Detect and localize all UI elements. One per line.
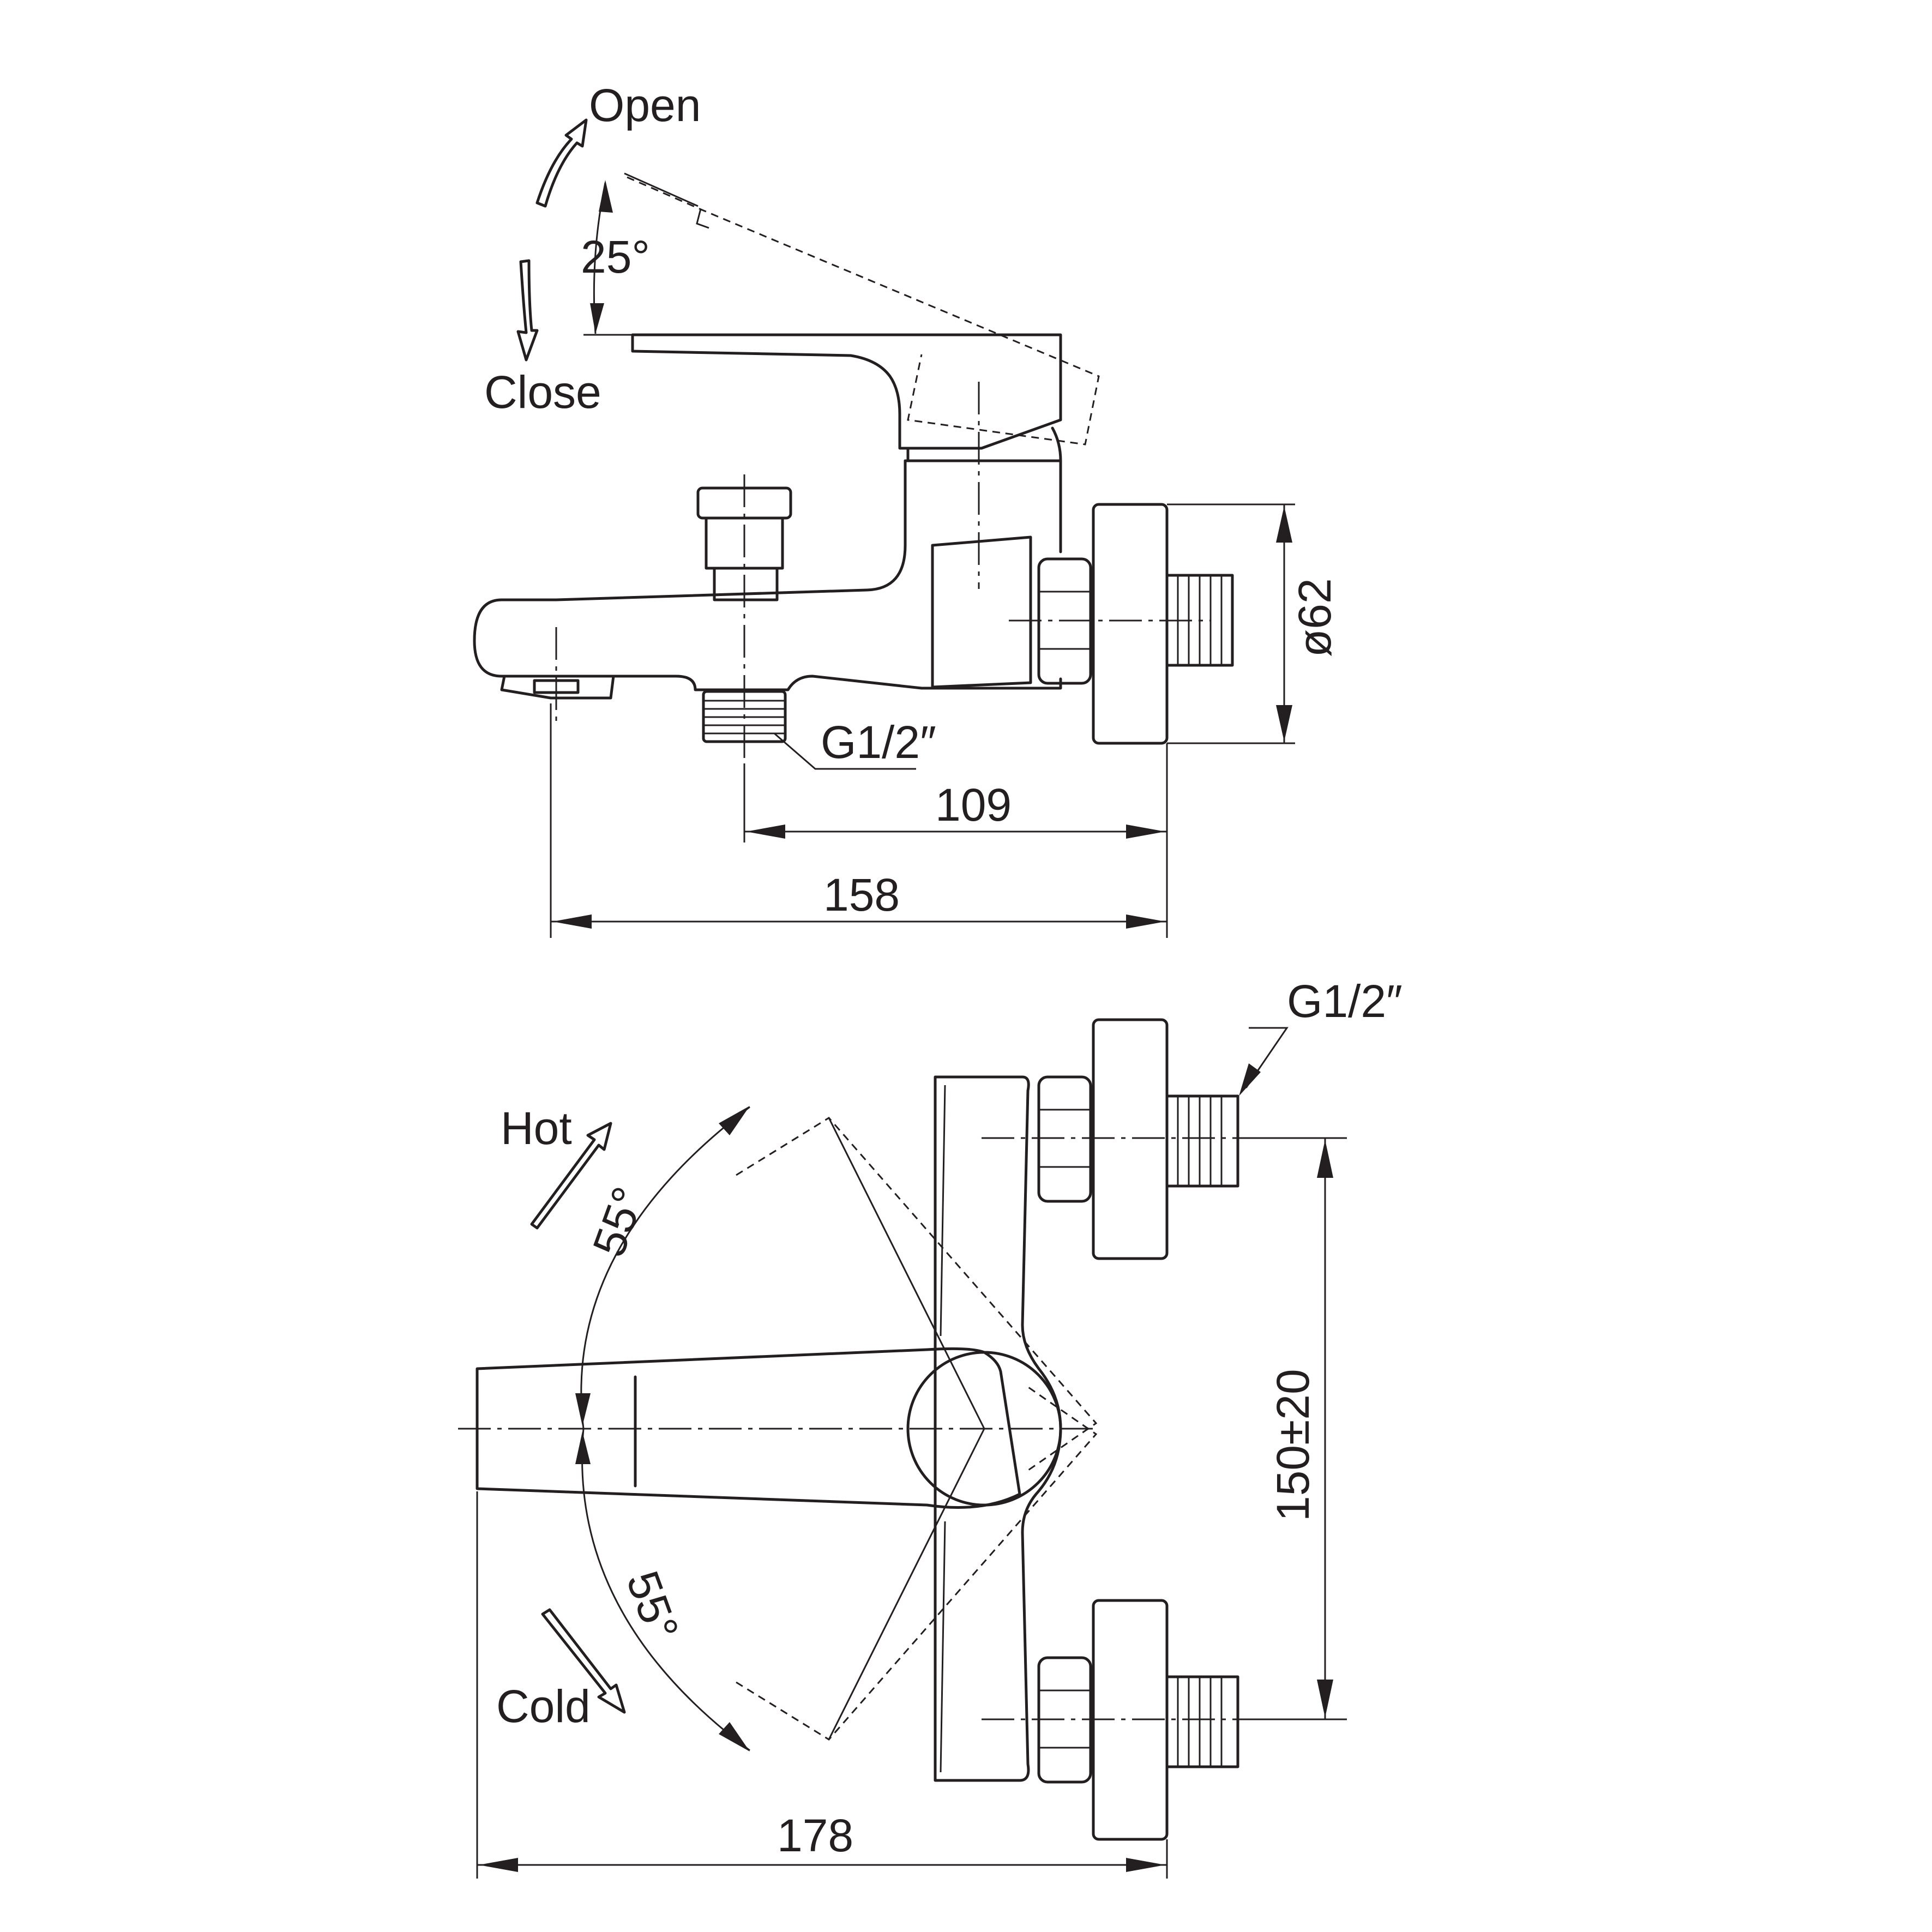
outlet-thread-label: G1/2″	[821, 717, 936, 768]
wall-flange	[1092, 503, 1169, 745]
hot-ray	[828, 1117, 985, 1429]
hot-arrow-icon	[530, 1122, 612, 1230]
top-lever-cold-position	[736, 1384, 1098, 1741]
hot-angle-label: 55°	[583, 1181, 655, 1263]
top-view: 55° 55° Hot Cold G1/2″ 150±20	[458, 976, 1403, 1879]
mixer-body	[904, 459, 1062, 553]
close-label: Close	[484, 366, 601, 418]
lever-mark-open	[696, 208, 709, 229]
dimension-158: 158	[550, 703, 1167, 938]
lever-handle-open	[627, 176, 1100, 446]
diverter-knob-base	[713, 567, 779, 601]
dimension-109: 109	[743, 743, 1168, 938]
cold-arrow-icon	[541, 1608, 626, 1714]
inlet-thread-label: G1/2″	[1287, 976, 1403, 1027]
hot-label: Hot	[501, 1103, 572, 1154]
diameter-dimension: ø62	[1167, 503, 1340, 744]
top-lever-hot-position	[736, 1117, 1098, 1473]
top-inlet-hot	[1037, 1018, 1239, 1260]
dimension-178: 178	[476, 1491, 1168, 1879]
lever-pivot	[906, 426, 1062, 462]
side-centerlines	[555, 382, 1211, 763]
close-arrow-icon	[516, 259, 539, 362]
cold-angle-label: 55°	[617, 1564, 689, 1647]
spout-aerator	[500, 675, 615, 700]
top-mixer-body-inner	[940, 1085, 946, 1773]
cold-ray	[828, 1428, 985, 1740]
dimension-158-label: 158	[823, 869, 900, 920]
dimension-109-label: 109	[935, 779, 1012, 830]
diameter-label: ø62	[1289, 578, 1340, 657]
lever-handle	[631, 333, 1062, 450]
side-view: 25° Open Close G1/2″ ø62 109	[473, 80, 1340, 938]
cold-label: Cold	[496, 1681, 591, 1732]
inlet-thread-leader: G1/2″	[1239, 976, 1403, 1096]
lever-angle-dimension: 25°	[581, 172, 699, 336]
dimension-150: 150±20	[1254, 1137, 1347, 1720]
connector-body	[931, 535, 1032, 689]
open-label: Open	[589, 80, 701, 131]
outlet-thread-leader: G1/2″	[774, 717, 936, 770]
mixer-body-front	[473, 459, 1062, 691]
lever-angle-label: 25°	[581, 231, 650, 282]
dimension-150-label: 150±20	[1267, 1369, 1319, 1521]
hex-nut-faces	[1039, 591, 1091, 650]
open-arrow-icon	[535, 118, 588, 208]
top-centerlines	[458, 1137, 1254, 1720]
top-lever-handle	[476, 1347, 1021, 1509]
dimension-178-label: 178	[777, 1810, 853, 1861]
